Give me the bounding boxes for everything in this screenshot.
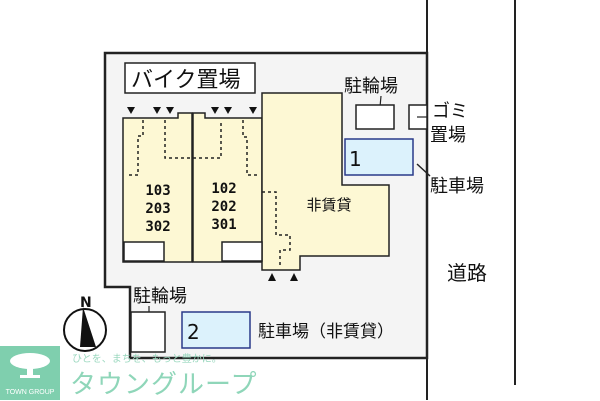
bike-parking-box (124, 62, 256, 94)
garbage-label: ゴミ (432, 101, 468, 122)
units-left-labels: 103 203 302 (145, 183, 170, 235)
svg-text:202: 202 (211, 199, 236, 215)
north-arrow-icon: N (63, 295, 107, 352)
brand-name: タウングループ (70, 370, 258, 400)
svg-text:2: 2 (187, 320, 200, 344)
svg-text:1: 1 (349, 147, 362, 171)
brand-tagline: ひとを、まちを、もっと豊かに。 (72, 354, 222, 365)
parking-space-2 (181, 311, 251, 349)
town-group-logo: TOWN GROUP (0, 346, 60, 400)
svg-text:301: 301 (211, 217, 236, 233)
parking-note: 駐車場（非賃貸） (258, 322, 394, 342)
units-middle-labels: 102 202 301 (211, 181, 236, 233)
svg-text:102: 102 (211, 181, 236, 197)
parking-label: 駐車場 (430, 176, 484, 197)
bicycle-parking-box-top (355, 104, 395, 130)
bicycle-parking-label-bottom: 駐輪場 (133, 286, 187, 307)
svg-text:N: N (80, 295, 92, 311)
svg-text:103: 103 (145, 183, 170, 199)
parking-space-1 (344, 138, 414, 176)
unit-left (122, 112, 193, 263)
bicycle-parking-label-top: 駐輪場 (344, 76, 398, 97)
road-label: 道路 (447, 261, 487, 285)
non-rental-label: 非賃貸 (306, 196, 351, 214)
svg-text:203: 203 (145, 201, 170, 217)
bike-parking-label: バイク置場 (131, 68, 241, 93)
svg-text:302: 302 (145, 219, 170, 235)
bicycle-parking-box-bottom (130, 311, 166, 353)
tree-icon (10, 353, 50, 378)
non-rental-building (261, 92, 390, 271)
logo-text: TOWN GROUP (5, 389, 55, 396)
entrance-markers (127, 107, 298, 281)
garbage-label-2: 置場 (430, 125, 466, 146)
